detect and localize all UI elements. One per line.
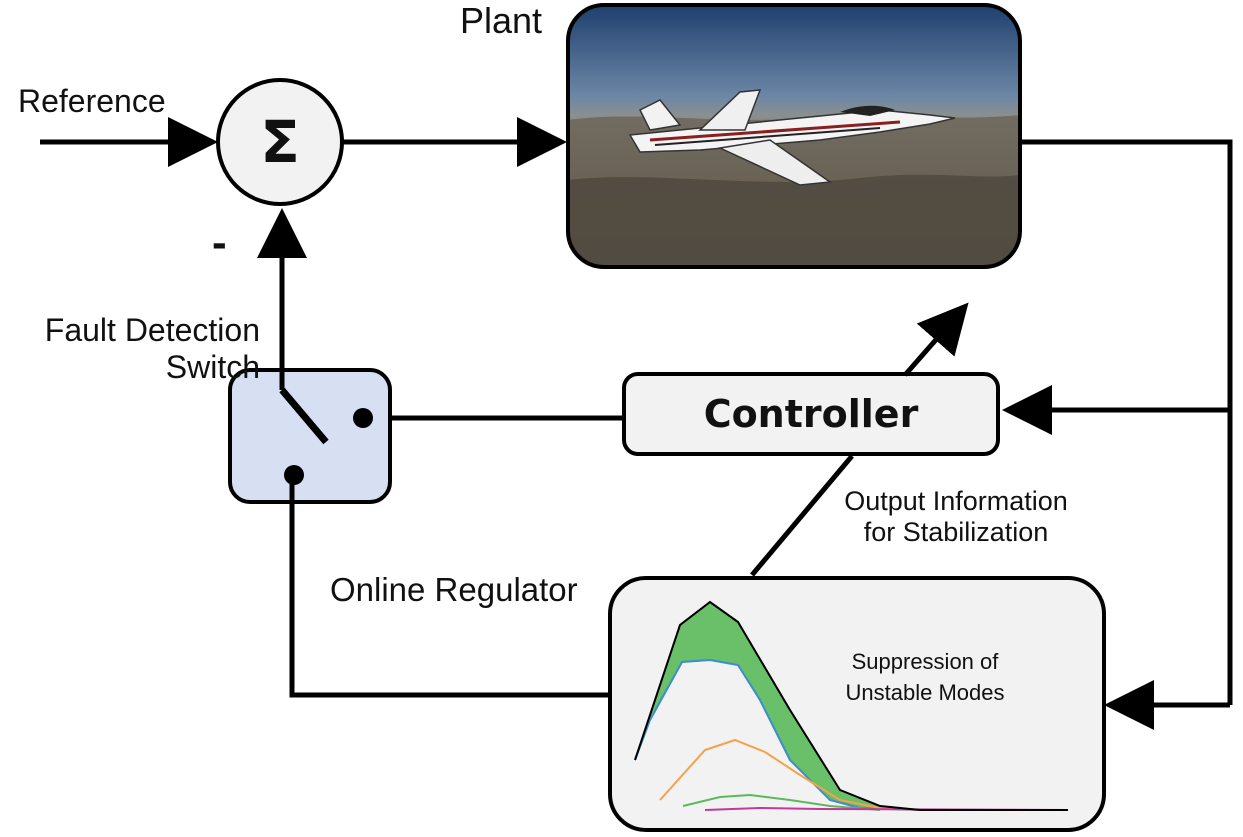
regulator-to-switch-line [289, 475, 610, 698]
plant-output-line [1020, 139, 1233, 705]
output-info-arrow [903, 302, 969, 377]
aircraft-icon [628, 89, 956, 186]
unstable-modes-plot [634, 600, 1069, 811]
fault-label-line1: Fault Detection [44, 312, 260, 348]
sigma-symbol: Σ [260, 108, 300, 176]
output-information-label: Output Information for Stabilization [822, 486, 1090, 548]
fault-detection-switch [228, 368, 392, 504]
reference-label: Reference [18, 83, 166, 119]
controller-label: Controller [703, 392, 919, 436]
suppression-label: Suppression of Unstable Modes [820, 647, 1030, 709]
minus-sign: - [212, 218, 227, 267]
suppression-label-line1: Suppression of [851, 649, 999, 674]
regulator-to-controller-line [750, 454, 854, 577]
controller-block [622, 372, 1000, 456]
fault-detection-label: Fault Detection Switch [10, 312, 260, 386]
plant-block [566, 3, 1022, 269]
output-label-line1: Output Information [844, 486, 1068, 516]
aircraft-in-flight-photo [568, 5, 1020, 267]
output-label-line2: for Stabilization [863, 517, 1049, 548]
plant-label: Plant [460, 0, 543, 41]
suppression-label-line2: Unstable Modes [845, 679, 1005, 705]
fault-label-line2: Switch [165, 348, 260, 385]
online-regulator-block [608, 576, 1106, 832]
online-regulator-label: Online Regulator [330, 571, 578, 608]
